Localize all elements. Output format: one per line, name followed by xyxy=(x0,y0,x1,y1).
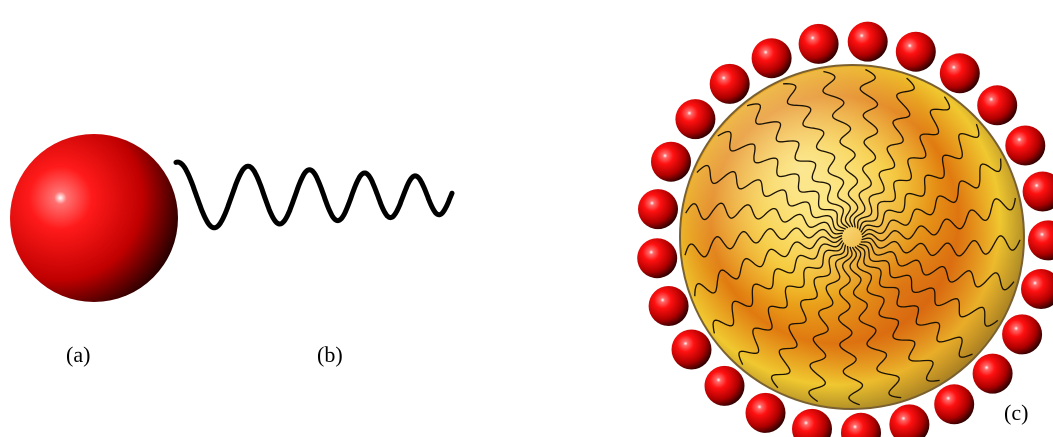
micelle-head xyxy=(638,189,678,230)
micelle-head xyxy=(1022,171,1053,212)
micelle-head xyxy=(1005,125,1046,166)
micelle-tail xyxy=(696,164,845,232)
micelle-tails xyxy=(684,68,1021,406)
micelle-head xyxy=(745,392,786,433)
panel-b xyxy=(173,159,455,231)
micelle-head xyxy=(709,63,750,104)
micelle-tail xyxy=(858,96,951,231)
micelle-tail xyxy=(808,246,849,403)
micelle-head xyxy=(841,412,881,437)
micelle-head xyxy=(792,408,832,437)
panel-a xyxy=(10,134,178,302)
micelle-tail xyxy=(837,246,864,406)
micelle-head xyxy=(798,23,839,64)
micelle-head xyxy=(751,38,792,79)
micelle-tail xyxy=(856,244,973,358)
micelle-tail xyxy=(685,202,843,235)
micelle-tail xyxy=(853,68,879,228)
label-c: (c) xyxy=(1004,400,1028,425)
hydrophobic-tail xyxy=(173,159,455,231)
micelle-tail xyxy=(860,241,1015,291)
micelle-head xyxy=(1002,314,1043,355)
micelle-core-highlight xyxy=(682,67,1022,407)
micelle-tail xyxy=(684,227,843,258)
micelle-tail xyxy=(746,103,849,229)
micelle-heads xyxy=(637,21,1053,437)
micelle-tail xyxy=(861,158,1002,236)
micelle-head xyxy=(977,85,1018,126)
panel-c xyxy=(637,21,1053,437)
micelle-tail xyxy=(861,197,1017,242)
micelle-head xyxy=(847,21,888,62)
micelle-head xyxy=(671,329,712,370)
micelle-head xyxy=(939,53,980,94)
micelle-tail xyxy=(854,246,940,382)
micelle-tail xyxy=(822,70,859,228)
label-b: (b) xyxy=(317,342,343,367)
micelle-tail xyxy=(770,244,847,389)
micelle-tail xyxy=(861,235,1021,257)
micelle-tail xyxy=(856,77,915,229)
micelle-head xyxy=(895,31,936,72)
micelle-tail xyxy=(860,123,980,233)
micelle-tail xyxy=(712,240,844,334)
micelle-head xyxy=(1021,269,1053,309)
hydrophilic-head-sphere xyxy=(10,134,178,302)
micelle-head xyxy=(889,404,930,437)
label-a: (a) xyxy=(66,342,90,367)
micelle-head xyxy=(704,365,745,406)
micelle-tail xyxy=(694,236,843,297)
micelle-head xyxy=(648,286,689,326)
micelle-head xyxy=(651,141,691,182)
micelle-head xyxy=(1028,220,1053,261)
micelle-tail xyxy=(849,246,902,399)
micelle-head xyxy=(675,99,716,140)
micelle-head xyxy=(637,238,678,279)
micelle-tail xyxy=(783,83,851,228)
micelle-head xyxy=(972,353,1013,394)
micelle-tail xyxy=(859,243,999,327)
micelle-tail xyxy=(717,130,846,230)
micelle-tail xyxy=(738,242,845,365)
micelle-head xyxy=(934,384,975,425)
